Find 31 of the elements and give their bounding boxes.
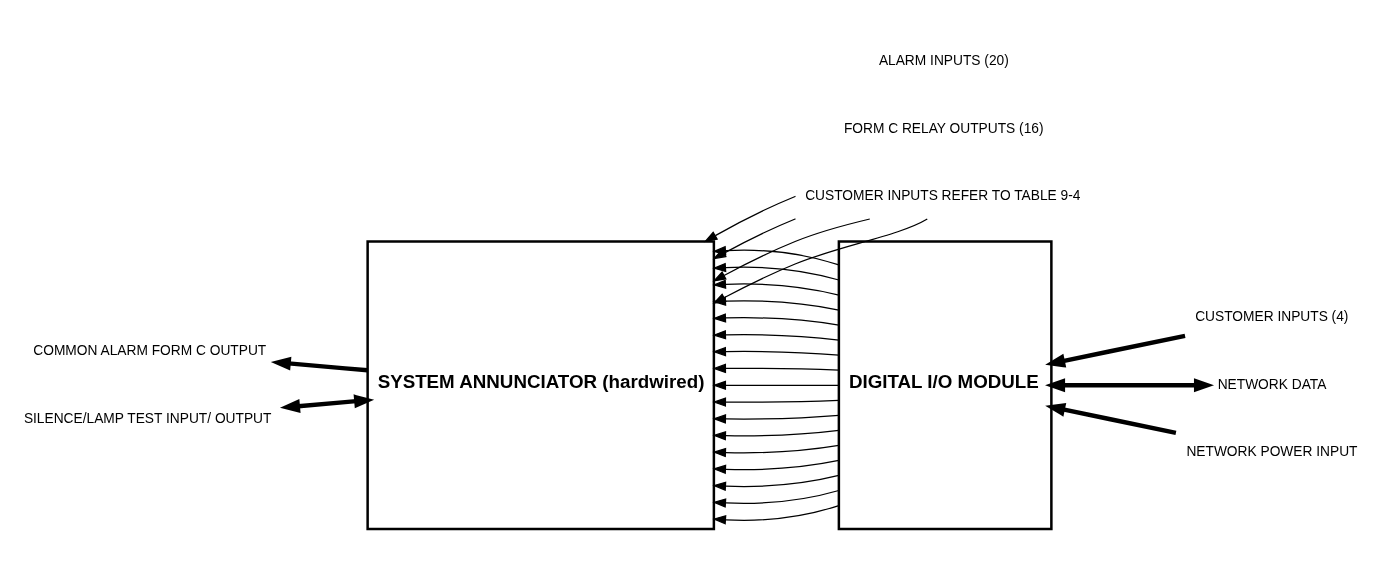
arrow <box>712 504 840 525</box>
node-text: CUSTOMER INPUTS REFER TO TABLE 9-4 <box>805 187 1081 203</box>
node-text: NETWORK POWER INPUT <box>1186 443 1358 459</box>
arrow <box>712 279 840 296</box>
node-text: CUSTOMER INPUTS (4) <box>1195 308 1349 324</box>
node-text: SILENCE/LAMP TEST INPUT/ OUTPUT <box>23 410 272 425</box>
arrow <box>279 393 375 413</box>
arrow <box>712 459 840 474</box>
arrow <box>712 474 840 491</box>
label: ALARM INPUTS (20) <box>878 52 1009 68</box>
arrow <box>712 396 840 407</box>
arrow <box>712 329 840 341</box>
node-text: NETWORK DATA <box>1217 376 1327 392</box>
arrow <box>712 312 840 326</box>
arrow <box>712 489 840 508</box>
arrow <box>1045 377 1215 392</box>
label: FORM C RELAY OUTPUTS (16) <box>843 120 1044 135</box>
arrow <box>712 429 840 441</box>
node-box: DIGITAL I/O MODULE <box>837 239 1053 530</box>
arrow <box>712 346 840 356</box>
arrow <box>712 363 840 373</box>
arrow <box>712 379 840 390</box>
arrow <box>712 444 840 457</box>
node-box: SYSTEM ANNUNCIATOR (hardwired) <box>366 239 716 530</box>
node-text: COMMON ALARM FORM C OUTPUT <box>33 342 267 358</box>
arrow <box>1045 333 1186 368</box>
arrow <box>703 195 797 242</box>
arrow <box>270 356 368 372</box>
arrow <box>1045 402 1177 435</box>
arrow <box>712 413 840 424</box>
arrow <box>712 262 840 281</box>
